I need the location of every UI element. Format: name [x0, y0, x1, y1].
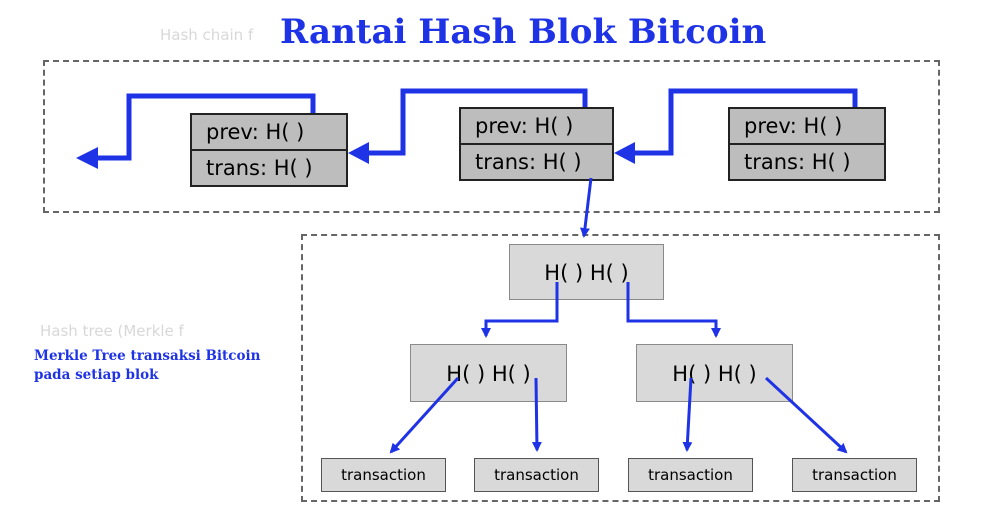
- ghost-text-side: Hash tree (Merkle f: [40, 322, 184, 340]
- block-2-trans: trans: H( ): [459, 143, 614, 181]
- left-to-leaf1-arrow: [389, 376, 460, 454]
- trans-to-root-arrow: [579, 177, 593, 238]
- root-to-right-arrow: [626, 282, 721, 338]
- root-to-left-arrow: [481, 282, 559, 338]
- blockchain-region: [43, 60, 940, 213]
- transaction-leaf-1: transaction: [321, 458, 446, 492]
- block-1-trans: trans: H( ): [190, 149, 348, 187]
- block-3: prev: H( ) trans: H( ): [728, 107, 886, 189]
- pointer-arrowhead-1: [76, 147, 98, 169]
- block-3-prev: prev: H( ): [728, 107, 886, 145]
- right-to-leaf3-arrow: [682, 377, 693, 452]
- pointer-arrow-block3-prev: [631, 88, 858, 156]
- ghost-text-top: Hash chain f: [160, 26, 254, 44]
- merkle-node-left: H( ) H( ): [410, 344, 567, 402]
- page-title: Rantai Hash Blok Bitcoin: [280, 12, 767, 52]
- right-to-leaf4-arrow: [764, 376, 848, 454]
- transaction-leaf-3: transaction: [628, 458, 753, 492]
- block-1: prev: H( ) trans: H( ): [190, 113, 348, 195]
- block-2: prev: H( ) trans: H( ): [459, 107, 614, 189]
- merkle-tree-region: [301, 234, 940, 502]
- block-3-trans: trans: H( ): [728, 143, 886, 181]
- block-1-prev: prev: H( ): [190, 113, 348, 151]
- left-to-leaf2-arrow: [531, 377, 542, 452]
- pointer-arrowhead-2: [348, 142, 369, 164]
- transaction-leaf-4: transaction: [792, 458, 917, 492]
- merkle-root-node: H( ) H( ): [509, 244, 664, 300]
- pointer-arrow-block1-prev: [92, 93, 316, 161]
- caption-line-1: Merkle Tree transaksi Bitcoin: [34, 348, 261, 364]
- transaction-leaf-2: transaction: [474, 458, 599, 492]
- merkle-caption: Merkle Tree transaksi Bitcoin pada setia…: [34, 347, 260, 385]
- pointer-arrowhead-3: [614, 142, 635, 164]
- caption-line-2: pada setiap blok: [34, 367, 159, 383]
- merkle-node-right: H( ) H( ): [636, 344, 793, 402]
- pointer-arrow-block2-prev: [364, 88, 588, 156]
- block-2-prev: prev: H( ): [459, 107, 614, 145]
